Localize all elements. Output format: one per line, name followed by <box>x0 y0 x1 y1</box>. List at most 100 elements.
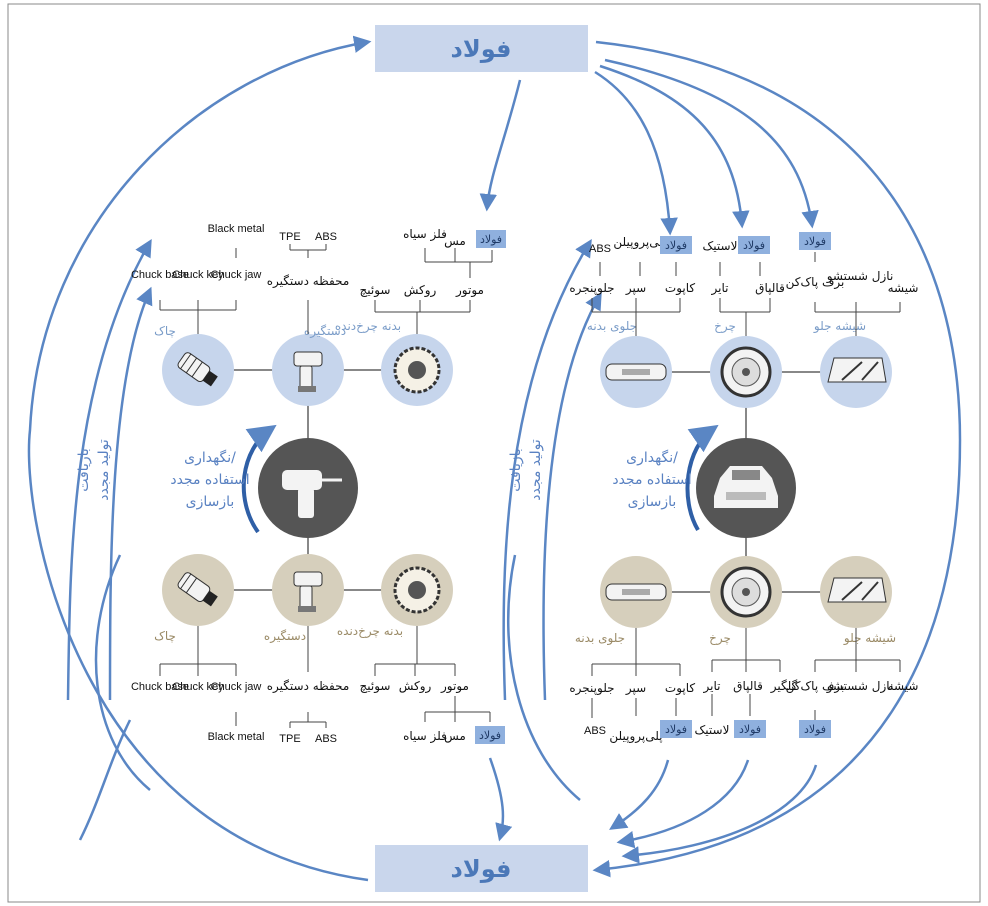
car-bottom-wind-steel-box <box>799 720 831 738</box>
drill-bottom-switch: سوئیچ <box>360 679 391 694</box>
car-top-hood: کاپوت <box>665 281 695 296</box>
drill-top-steel-box <box>476 230 506 248</box>
drill-bottom-chuck-base: Chuck base <box>131 681 189 693</box>
car-top-bumper-steel-box <box>660 236 692 254</box>
car-top-wiper: برف پاک‌کن <box>786 275 845 290</box>
steel-bottom-label: فولاد <box>451 855 512 883</box>
wheel-icon <box>720 346 772 398</box>
right-reman-arrow <box>542 291 602 701</box>
drill-mid-text-3: بازسازی <box>186 494 235 510</box>
recycle-arrows <box>27 35 962 882</box>
car-bottom-bumper-steel: فولاد <box>665 723 687 736</box>
drill-bottom-steel-box <box>475 726 505 744</box>
drill-top-switch: سوئیچ <box>360 283 391 298</box>
car-bottom-fender: گلگیر <box>770 679 798 694</box>
left-recycle-text: بازیافت <box>76 448 92 492</box>
drill-bottom-gear-label: بدنه چرخ‌دنده <box>337 624 403 639</box>
left-reman-arrow <box>108 286 153 701</box>
car-bottom-hood: کاپوت <box>665 681 695 696</box>
right-recycle-text: بازیافت <box>508 448 524 492</box>
drill-top-chuck-base: Chuck base <box>131 269 189 281</box>
drill-icon <box>293 351 323 392</box>
car-bottom-wiper: برف پاک‌کن <box>786 679 845 694</box>
car-top-abs: ABS <box>589 243 611 255</box>
gear-icon <box>393 346 441 394</box>
drill-bottom-chuck-key: Chuck key <box>172 681 224 693</box>
steel-top-label: فولاد <box>451 35 512 63</box>
car-mid-text-1: نگهداری/ <box>626 449 678 466</box>
drill-mid-text-2: استفاده مجدد <box>170 472 249 488</box>
car-bottom-wind-label: شیشه جلو <box>843 631 896 646</box>
left-lower-arc <box>94 554 151 791</box>
drill-top-steel: فولاد <box>480 233 502 246</box>
car-top-rubber: لاستیک <box>703 239 738 253</box>
windshield-icon <box>827 357 887 383</box>
steel-bottom-box <box>375 845 588 892</box>
bumper-to-steel-arrow <box>609 759 670 830</box>
car-top-pp: پلی‌پروپیلن <box>613 235 666 250</box>
left-reman-text: تولید مجدد <box>96 439 112 501</box>
car-hub-icon <box>714 466 778 508</box>
car-bottom-glass: شیشه <box>888 679 919 693</box>
right-reman-text: تولید مجدد <box>528 439 544 501</box>
drill-top-chuck-jaw: Chuck jaw <box>211 269 262 281</box>
drill-top-tpe: TPE <box>279 231 300 243</box>
car-top-bumper-label: جلوی بدنه <box>587 319 637 334</box>
steel-to-wheel-arrow <box>599 64 750 229</box>
drill-top-black-metal: Black metal <box>208 223 265 235</box>
car-top-group: جلوی بدنه چرخ شیشه جلو جلوپنجره س <box>569 232 918 440</box>
drill-bottom-chuck-jaw: Chuck jaw <box>211 681 262 693</box>
car-bottom-grille: جلوپنجره <box>569 681 614 696</box>
car-top-wheel-steel: فولاد <box>743 239 765 252</box>
drill-reuse-arrow <box>241 424 277 534</box>
drill-top-chuck-label: چاک <box>154 324 176 338</box>
drill-top-group: چاک دستگیره بدنه چرخ‌دنده Chuck base Chu… <box>131 223 506 440</box>
frame-border <box>7 3 981 903</box>
car-top-wheel-steel-box <box>738 236 770 254</box>
car-bottom-hubcap: قالپاق <box>733 679 763 693</box>
steel-to-bumper-arrow <box>594 70 678 236</box>
drill-top-chuck-key: Chuck key <box>172 269 224 281</box>
drill-bottom-copper: مس <box>444 729 466 744</box>
car-top-grille: جلوپنجره <box>569 281 614 296</box>
motor-to-steel-arrow <box>488 757 513 842</box>
drill-bottom-black-metal: Black metal <box>208 731 265 743</box>
drill-bottom-handle-label: دستگیره <box>264 629 306 644</box>
car-top-bumper: سپر <box>625 281 646 296</box>
car-bottom-wheel-steel-box <box>734 720 766 738</box>
right-recycle-arrow <box>502 239 592 701</box>
outer-left-arrow <box>27 35 372 882</box>
drill-top-black-metal-fa: فلز سیاه <box>403 227 447 242</box>
steel-top-box <box>375 25 588 72</box>
drill-bottom-cover: روکش <box>399 679 432 694</box>
drill-top-handle-case: محفظه دستگیره <box>267 274 350 289</box>
drill-bottom-steel: فولاد <box>479 729 501 742</box>
car-mid-text-3: بازسازی <box>628 494 677 510</box>
drill-top-cover: روکش <box>404 283 437 298</box>
drill-top-gear-label: بدنه چرخ‌دنده <box>335 319 401 334</box>
car-bottom-bumper-steel-box <box>660 720 692 738</box>
car-bottom-wheel-label: چرخ <box>709 631 731 646</box>
car-bottom-nozzle: نازل شستشو <box>826 679 894 694</box>
drill-bottom-chuck-label: چاک <box>154 629 176 643</box>
drill-top-abs: ABS <box>315 231 337 243</box>
car-bottom-wind-steel: فولاد <box>804 723 826 736</box>
drill-bottom-abs: ABS <box>315 733 337 745</box>
outer-right-arrow <box>592 40 962 878</box>
wheel-to-steel-arrow <box>616 759 750 849</box>
car-bottom-group: جلوی بدنه چرخ شیشه جلو جلوپنجر <box>569 556 918 744</box>
left-recycle-arrow <box>66 238 152 701</box>
drill-bottom-black-metal-fa: فلز سیاه <box>403 729 447 744</box>
car-bottom-pp: پلی‌پروپیلن <box>609 729 662 744</box>
drill-bottom-motor: موتور <box>440 679 469 694</box>
car-bottom-wheel-steel: فولاد <box>739 723 761 736</box>
car-top-wind-steel-box <box>799 232 831 250</box>
steel-to-motor-arrow <box>479 79 522 212</box>
drill-top-motor: موتور <box>455 283 484 298</box>
car-mid-text-2: استفاده مجدد <box>612 472 691 488</box>
right-lower-arc <box>506 554 581 801</box>
car-top-glass: شیشه <box>888 281 919 295</box>
car-top-tire: تایر <box>711 281 729 296</box>
car-bottom-bumper-label: جلوی بدنه <box>575 631 625 646</box>
